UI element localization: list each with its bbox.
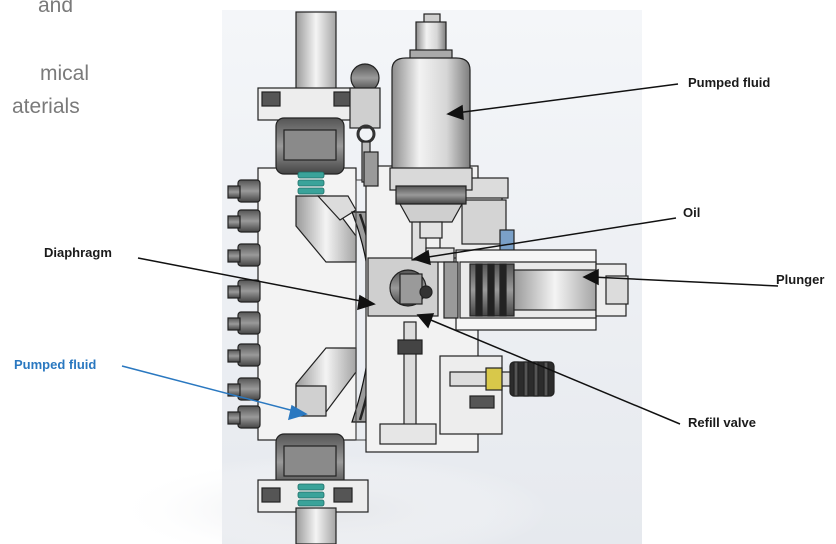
label-pumped-fluid-bottom: Pumped fluid	[14, 357, 96, 372]
side-text-line-1: and	[38, 0, 74, 17]
label-pumped-fluid-top: Pumped fluid	[688, 75, 770, 90]
label-diaphragm: Diaphragm	[44, 245, 112, 260]
side-text-line-2: mical	[40, 62, 90, 85]
plunger-housing	[443, 249, 629, 331]
label-refill-valve: Refill valve	[688, 415, 756, 430]
top-inlet-valve	[257, 11, 369, 195]
label-plunger: Plunger	[776, 272, 824, 287]
leader-refill-valve	[416, 313, 681, 425]
side-text-line-3: aterials	[12, 95, 80, 118]
leader-plunger	[582, 268, 779, 287]
relief-valve-assembly	[389, 13, 473, 239]
label-oil: Oil	[683, 205, 700, 220]
leader-oil	[412, 217, 677, 266]
leader-pumped-fluid-bottom	[121, 365, 308, 421]
leader-pumped-fluid-top	[446, 83, 679, 121]
flow-channels	[295, 195, 357, 417]
top-spring	[297, 171, 325, 195]
leader-diaphragm	[137, 257, 376, 311]
bottom-spring	[297, 483, 325, 507]
bolt-stack	[227, 179, 261, 429]
bottom-outlet-valve	[257, 433, 369, 544]
adjustment-knob	[449, 361, 555, 397]
top-fittings	[349, 63, 381, 187]
